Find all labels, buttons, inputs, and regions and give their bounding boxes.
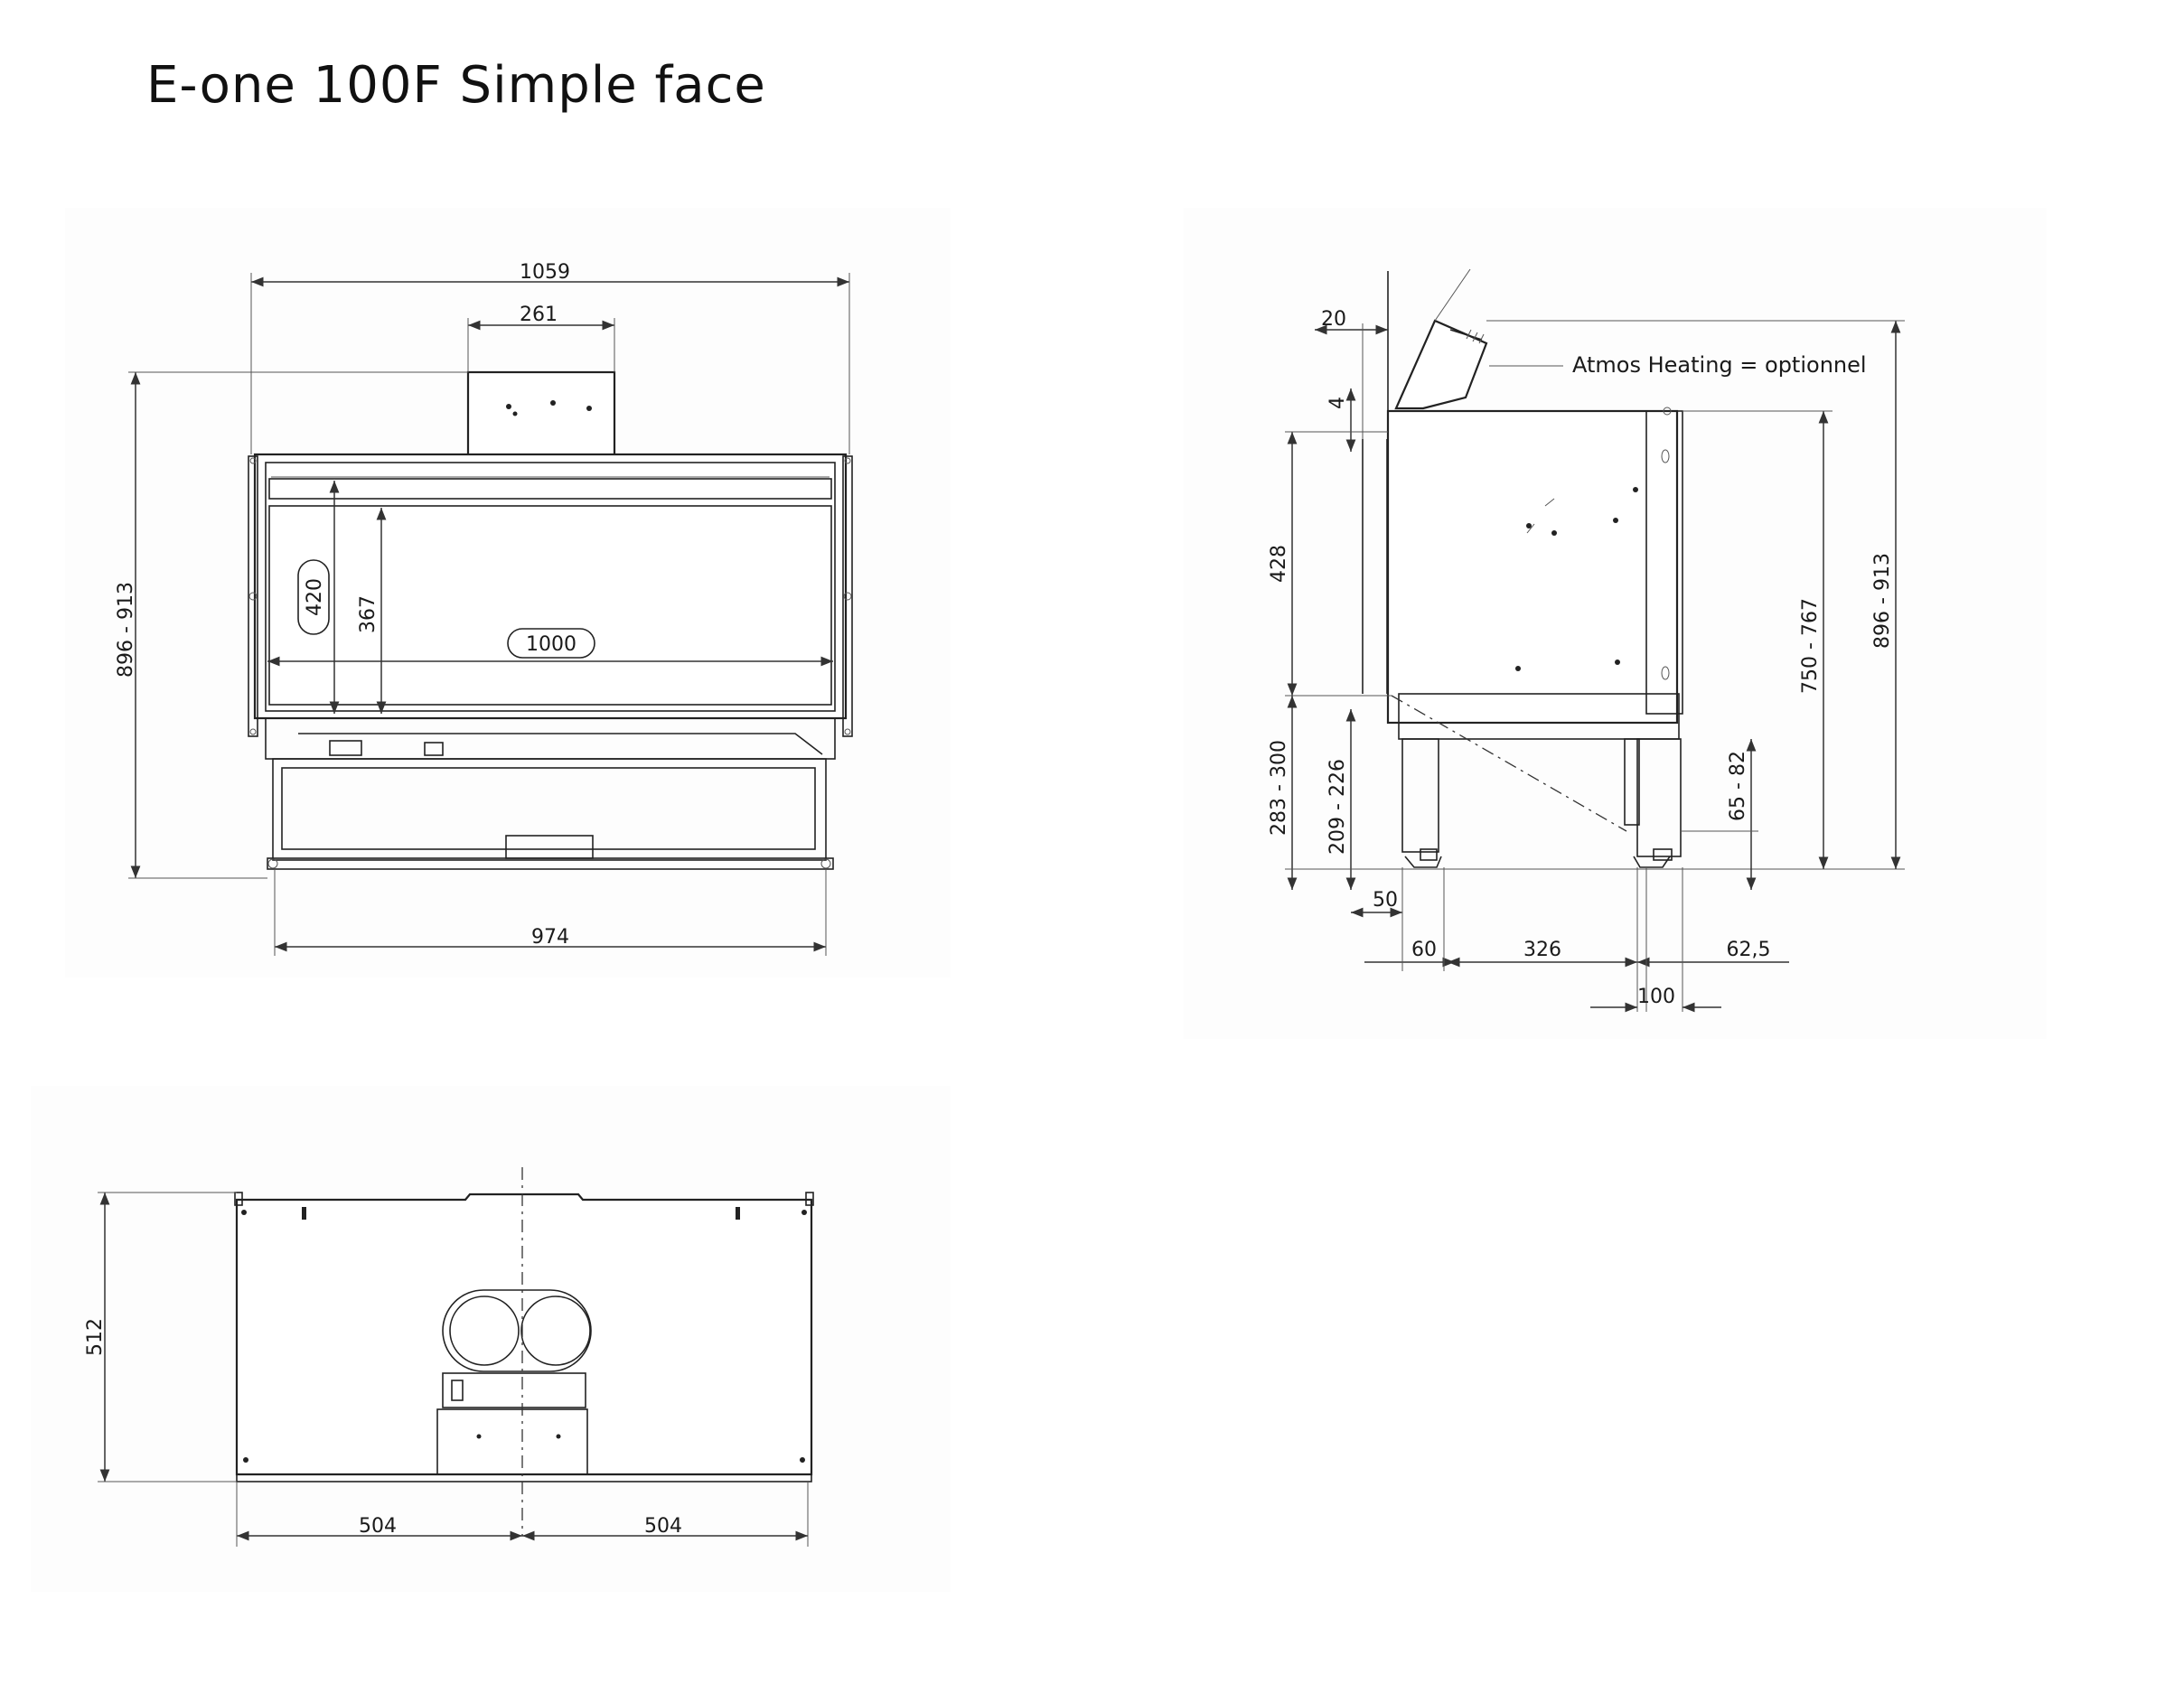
dim-flue-width: 261 [520, 304, 558, 326]
dim-half-width-right: 504 [644, 1515, 682, 1538]
top-view-dimensions: 512 504 504 [84, 1192, 809, 1547]
top-body [235, 1193, 813, 1476]
dim-base-width: 974 [531, 926, 569, 949]
dim-upper-height: 428 [1268, 545, 1290, 583]
dim-depth: 512 [84, 1318, 107, 1356]
flue-box [466, 370, 616, 457]
dim-overall-width: 1059 [520, 261, 570, 284]
dim-rear-foot-range: 65 - 82 [1727, 751, 1749, 821]
page-title: E-one 100F Simple face [146, 56, 766, 115]
dim-glass-width: 1000 [526, 633, 576, 656]
atmos-heater [1394, 319, 1488, 410]
side-view [1362, 268, 1683, 868]
dim-mid-depth: 326 [1523, 939, 1561, 961]
dim-side-overall-height: 896 - 913 [1871, 553, 1894, 649]
atmos-heating-label: Atmos Heating = optionnel [1572, 352, 1867, 378]
front-view-dimensions: 1059 261 896 - 913 420 367 1000 974 [115, 261, 850, 956]
front-view [248, 370, 853, 870]
dim-front-depth: 60 [1411, 939, 1437, 961]
dim-half-width-left: 504 [359, 1515, 397, 1538]
dim-top-offset: 20 [1321, 308, 1346, 331]
dim-glass-height-outer: 420 [304, 578, 326, 616]
front-frame [253, 453, 848, 720]
dim-foot-offset: 50 [1373, 889, 1398, 912]
dim-glass-height-inner: 367 [357, 595, 380, 633]
dim-rear-foot-width: 100 [1637, 986, 1675, 1008]
top-view [234, 1167, 814, 1536]
dim-leg-height-range: 283 - 300 [1268, 740, 1290, 836]
dim-top-step: 4 [1326, 397, 1349, 409]
side-body [1386, 409, 1679, 725]
dim-body-height-range: 750 - 767 [1799, 598, 1822, 694]
dim-overall-height: 896 - 913 [115, 582, 137, 678]
side-view-dimensions: 20 4 Atmos Heating = optionnel 428 283 -… [1268, 308, 1905, 1013]
dim-rear-depth: 62,5 [1727, 939, 1771, 961]
dim-foot-height-range: 209 - 226 [1326, 759, 1349, 855]
